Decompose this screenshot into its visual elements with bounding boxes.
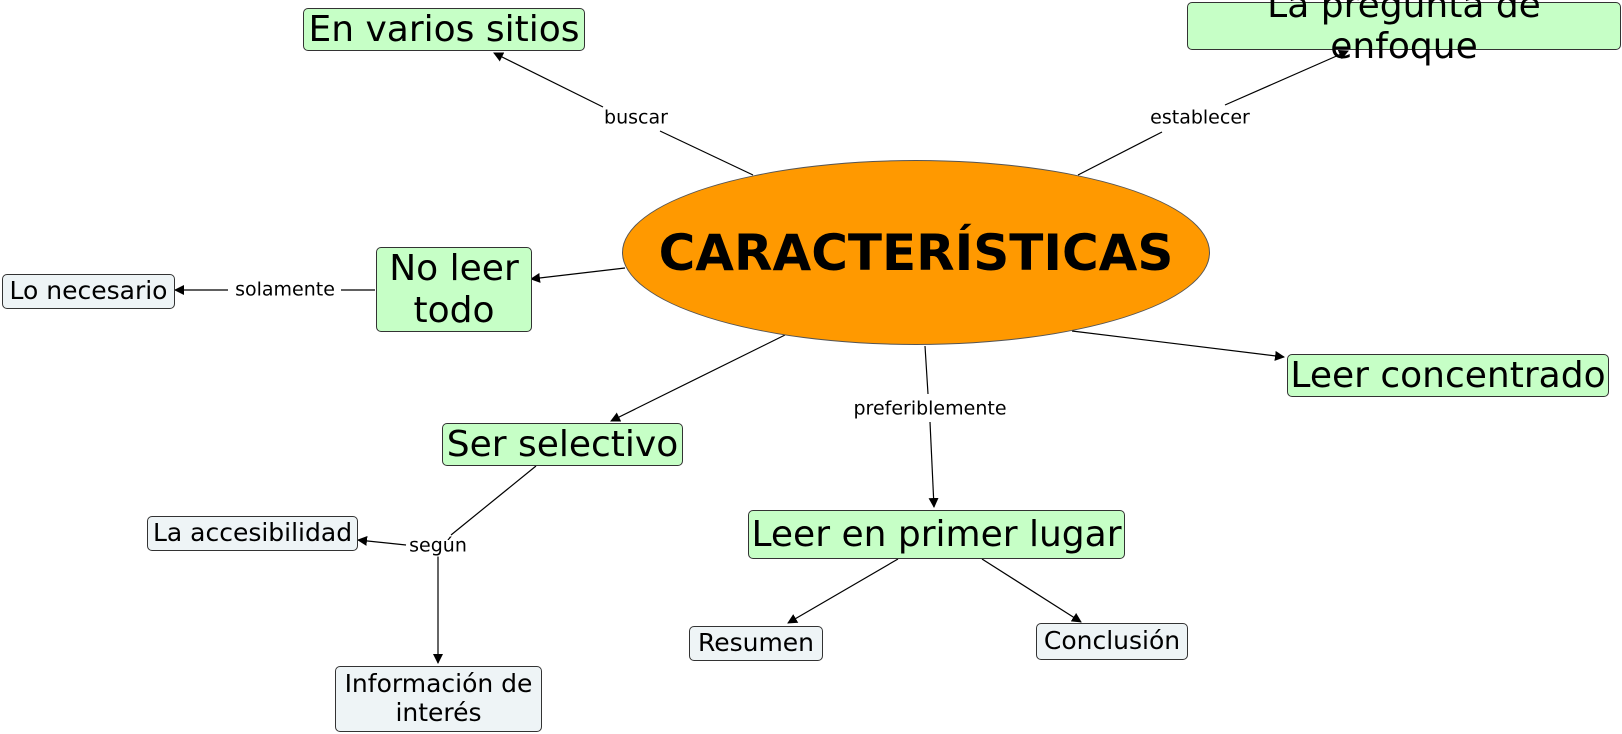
concept-label: En varios sitios [308,8,580,50]
link-label-buscar: buscar [602,106,670,129]
link-label-segun: según [407,534,469,557]
concept-informacion-de-interes[interactable]: Información de interés [335,666,542,732]
concept-label: Leer en primer lugar [751,513,1122,555]
concept-leer-concentrado[interactable]: Leer concentrado [1287,354,1609,397]
edge-center-preferiblemente [924,345,929,395]
edge-primer-conclusion [981,558,1082,623]
concept-label: Leer concentrado [1290,354,1606,396]
concept-lo-necesario[interactable]: Lo necesario [2,274,175,309]
concept-label: No leer todo [389,248,519,331]
link-label-establecer: establecer [1148,106,1252,129]
concept-en-varios-sitios[interactable]: En varios sitios [303,8,585,51]
concept-ser-selectivo[interactable]: Ser selectivo [442,423,683,466]
edge-center-establecer [1077,131,1163,176]
concept-label: Conclusión [1043,626,1181,656]
edge-primer-resumen [787,558,899,624]
edge-segun-accesibilidad [357,535,407,546]
concept-label: La accesibilidad [152,518,353,548]
concept-conclusion[interactable]: Conclusión [1036,623,1188,660]
edge-center-selectivo [610,334,786,422]
edge-buscar-varios [493,52,604,108]
central-concept-label: CARACTERÍSTICAS [658,223,1174,282]
concept-label: Ser selectivo [446,423,679,465]
edge-establecer-pregunta [1224,50,1349,106]
concept-leer-en-primer-lugar[interactable]: Leer en primer lugar [748,510,1125,559]
edge-selectivo-segun [450,465,537,536]
concept-label: La pregunta de enfoque [1267,0,1541,67]
edge-center-noleer [530,267,626,283]
concept-resumen[interactable]: Resumen [689,626,823,661]
link-label-preferiblemente: preferiblemente [851,397,1009,420]
edge-preferiblemente-primer [928,421,939,508]
edge-center-buscar [659,130,754,176]
edge-center-concentrado [1071,330,1285,361]
concept-label: Lo necesario [9,276,168,306]
central-concept[interactable]: CARACTERÍSTICAS [622,160,1210,345]
link-label-solamente: solamente [233,278,337,301]
concept-label: Resumen [697,628,815,658]
concept-la-pregunta-de-enfoque[interactable]: La pregunta de enfoque [1187,0,1621,67]
concept-label: Información de interés [344,669,533,727]
concept-la-accesibilidad[interactable]: La accesibilidad [147,516,358,551]
concept-no-leer-todo[interactable]: No leer todo [376,247,532,332]
